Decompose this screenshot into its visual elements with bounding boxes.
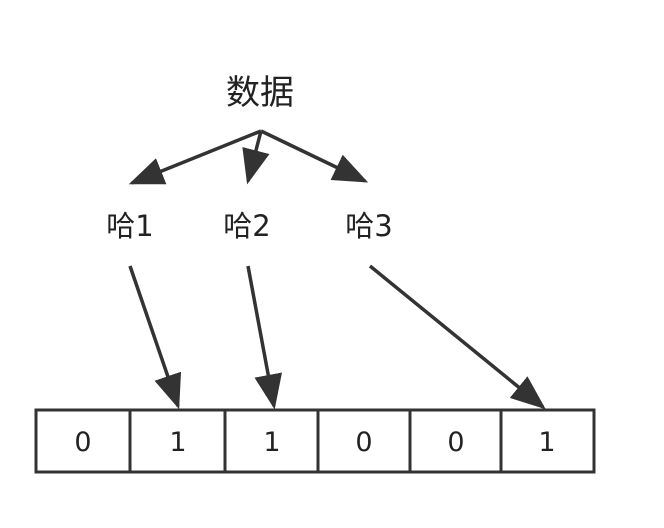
bit-value-1: 1 (169, 427, 186, 458)
arrow-hash-3-to-bit (368, 264, 546, 410)
hash-label-1: 哈1 (106, 209, 153, 243)
hash-arrows (128, 264, 546, 410)
bit-cell-0 (34, 408, 132, 474)
arrow-root-to-hash-2 (242, 130, 270, 185)
bit-cell-5 (499, 408, 596, 474)
bit-value-0: 0 (74, 427, 91, 458)
bit-array: 0 1 1 0 0 1 (34, 408, 596, 474)
bit-cell-2 (223, 408, 320, 474)
bit-value-2: 1 (263, 427, 280, 458)
bit-cell-4 (408, 408, 503, 474)
bit-value-5: 1 (538, 427, 555, 458)
root-label: 数据 (226, 73, 294, 113)
hash-label-3: 哈3 (345, 209, 392, 243)
arrow-root-to-hash-1 (128, 129, 262, 185)
bit-value-4: 0 (447, 427, 464, 458)
hash-label-2: 哈2 (223, 209, 270, 243)
hash-labels: 哈1 哈2 哈3 (106, 209, 392, 243)
arrow-root-to-hash-3 (260, 129, 369, 183)
bit-cell-1 (128, 408, 227, 474)
bit-value-3: 0 (355, 427, 372, 458)
root-arrows (128, 129, 369, 185)
arrow-hash-1-to-bit (128, 265, 182, 410)
arrow-hash-2-to-bit (246, 265, 283, 410)
